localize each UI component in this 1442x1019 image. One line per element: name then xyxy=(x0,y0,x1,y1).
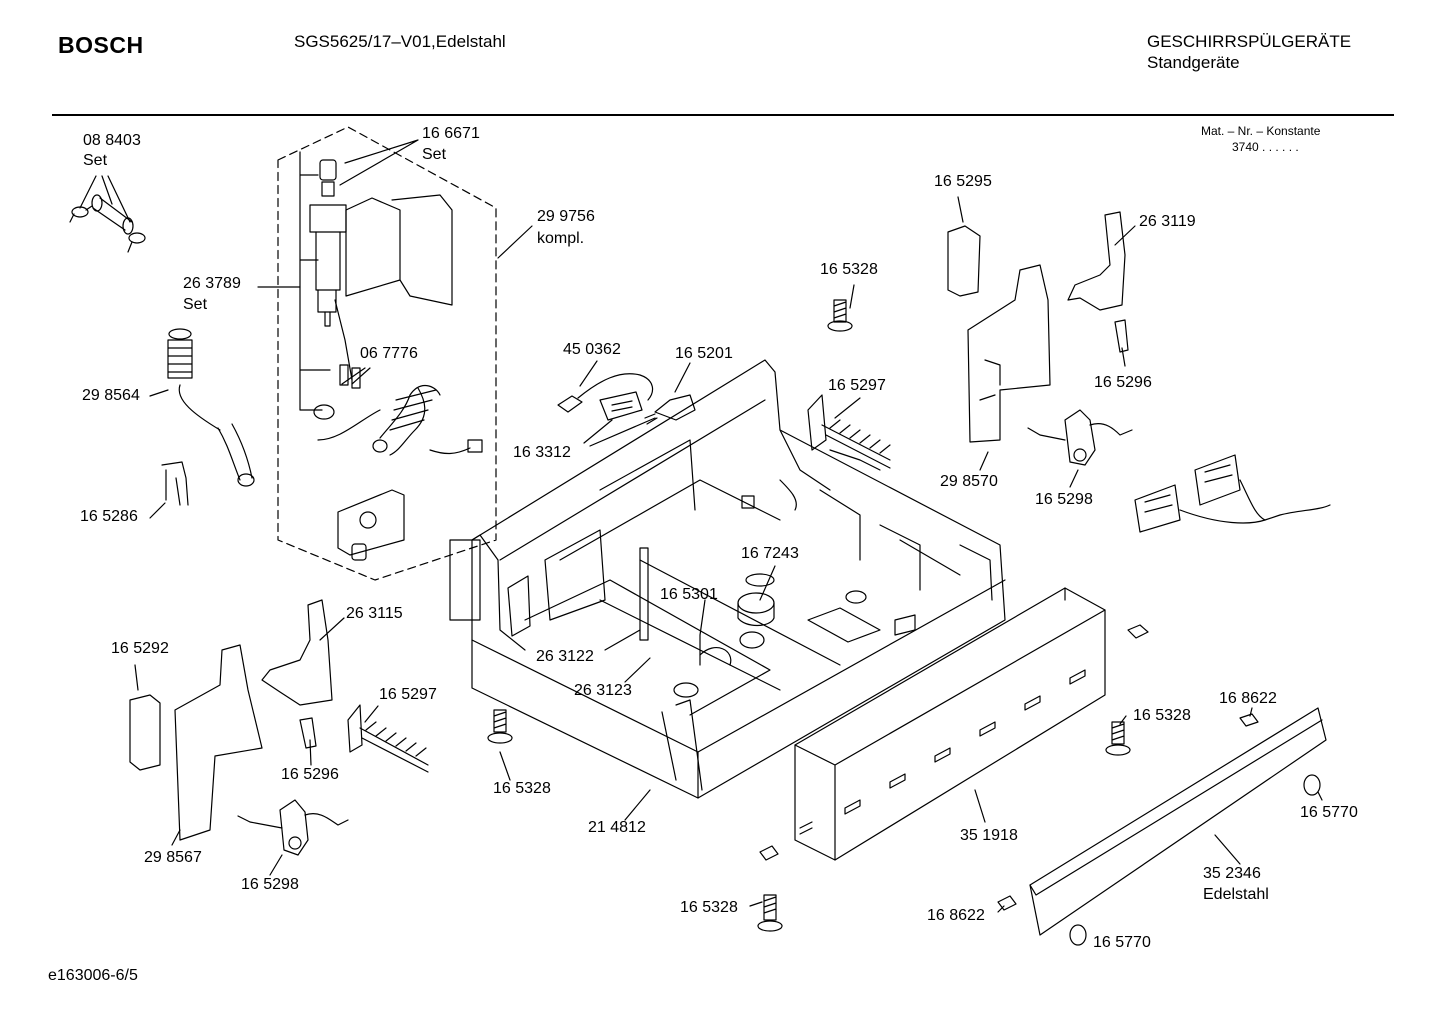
part-number-label: 16 5328 xyxy=(493,780,551,797)
constants-label: Mat. – Nr. – Konstante xyxy=(1201,124,1321,138)
model-title: SGS5625/17–V01,Edelstahl xyxy=(294,32,506,51)
header-divider xyxy=(52,114,1394,116)
part-number-label: 16 5296 xyxy=(1094,374,1152,391)
part-number-label: 16 5328 xyxy=(820,261,878,278)
part-number-label: 21 4812 xyxy=(588,819,646,836)
part-number-label: 45 0362 xyxy=(563,341,621,358)
part-number-label: 26 3789 xyxy=(183,275,241,292)
part-note-label: kompl. xyxy=(537,230,585,247)
part-number-label: 16 5298 xyxy=(1035,491,1093,508)
part-number-label: 16 8622 xyxy=(927,907,985,924)
heater-spring-upper xyxy=(808,395,890,470)
part-number-label: 35 2346 xyxy=(1203,865,1261,882)
part-number-label: 06 7776 xyxy=(360,345,418,362)
part-number-label: 16 6671 xyxy=(422,125,480,142)
kickplate-inner xyxy=(795,588,1105,860)
wiring-harness-drawing xyxy=(558,374,695,424)
part-number-label: 16 5297 xyxy=(828,377,886,394)
hose-drawing xyxy=(162,329,254,505)
part-number-label: 16 5301 xyxy=(660,586,718,603)
kickplate-stainless xyxy=(1030,708,1326,945)
part-number-label: 16 5770 xyxy=(1093,934,1151,951)
part-number-label: 16 5295 xyxy=(934,173,992,190)
part-number-label: 29 8564 xyxy=(82,387,140,404)
part-number-label: 26 3122 xyxy=(536,648,594,665)
part-number-label: 16 5297 xyxy=(379,686,437,703)
part-note-label: Edelstahl xyxy=(1203,886,1269,903)
part-number-label: 35 1918 xyxy=(960,827,1018,844)
part-number-label: 16 3312 xyxy=(513,444,571,461)
part-number-label: 26 3123 xyxy=(574,682,632,699)
category-title: GESCHIRRSPÜLGERÄTE xyxy=(1147,32,1352,51)
inlet-valve-drawing xyxy=(310,160,482,560)
pressure-switch-right xyxy=(1028,410,1132,465)
brand-logo: BOSCH xyxy=(58,32,144,58)
part-number-label: 16 5328 xyxy=(680,899,738,916)
part-note-label: Set xyxy=(83,152,108,169)
bracket-lower-left xyxy=(130,600,348,855)
part-number-label: 16 5286 xyxy=(80,508,138,525)
part-number-label: 29 9756 xyxy=(537,208,595,225)
part-note-label: Set xyxy=(183,296,208,313)
part-number-label: 16 5292 xyxy=(111,640,169,657)
connector-cable-drawing xyxy=(1135,455,1330,532)
bracket-upper-right xyxy=(948,212,1128,442)
base-tray-drawing xyxy=(450,360,1005,798)
part-number-label: 16 5770 xyxy=(1300,804,1358,821)
part-number-label: 16 5201 xyxy=(675,345,733,362)
heater-spring-lower xyxy=(348,705,428,772)
part-number-label: 16 5298 xyxy=(241,876,299,893)
part-number-label: 29 8570 xyxy=(940,473,998,490)
part-number-label: 08 8403 xyxy=(83,132,141,149)
leader-lines xyxy=(80,140,1322,912)
part-number-label: 29 8567 xyxy=(144,849,202,866)
part-number-label: 16 8622 xyxy=(1219,690,1277,707)
drawing-code: e163006-6/5 xyxy=(48,967,138,984)
hose-clamp-set-drawing xyxy=(70,195,145,252)
part-number-label: 26 3119 xyxy=(1139,213,1196,230)
part-number-label: 16 5328 xyxy=(1133,707,1191,724)
part-number-label: 16 7243 xyxy=(741,545,799,562)
part-number-label: 26 3115 xyxy=(346,605,403,622)
subcategory-title: Standgeräte xyxy=(1147,53,1240,72)
part-note-label: Set xyxy=(422,146,447,163)
part-number-label: 16 5296 xyxy=(281,766,339,783)
constants-value: 3740 . . . . . . xyxy=(1232,140,1299,154)
valve-assembly-outline xyxy=(278,127,496,580)
screw-drawings xyxy=(488,300,1258,931)
